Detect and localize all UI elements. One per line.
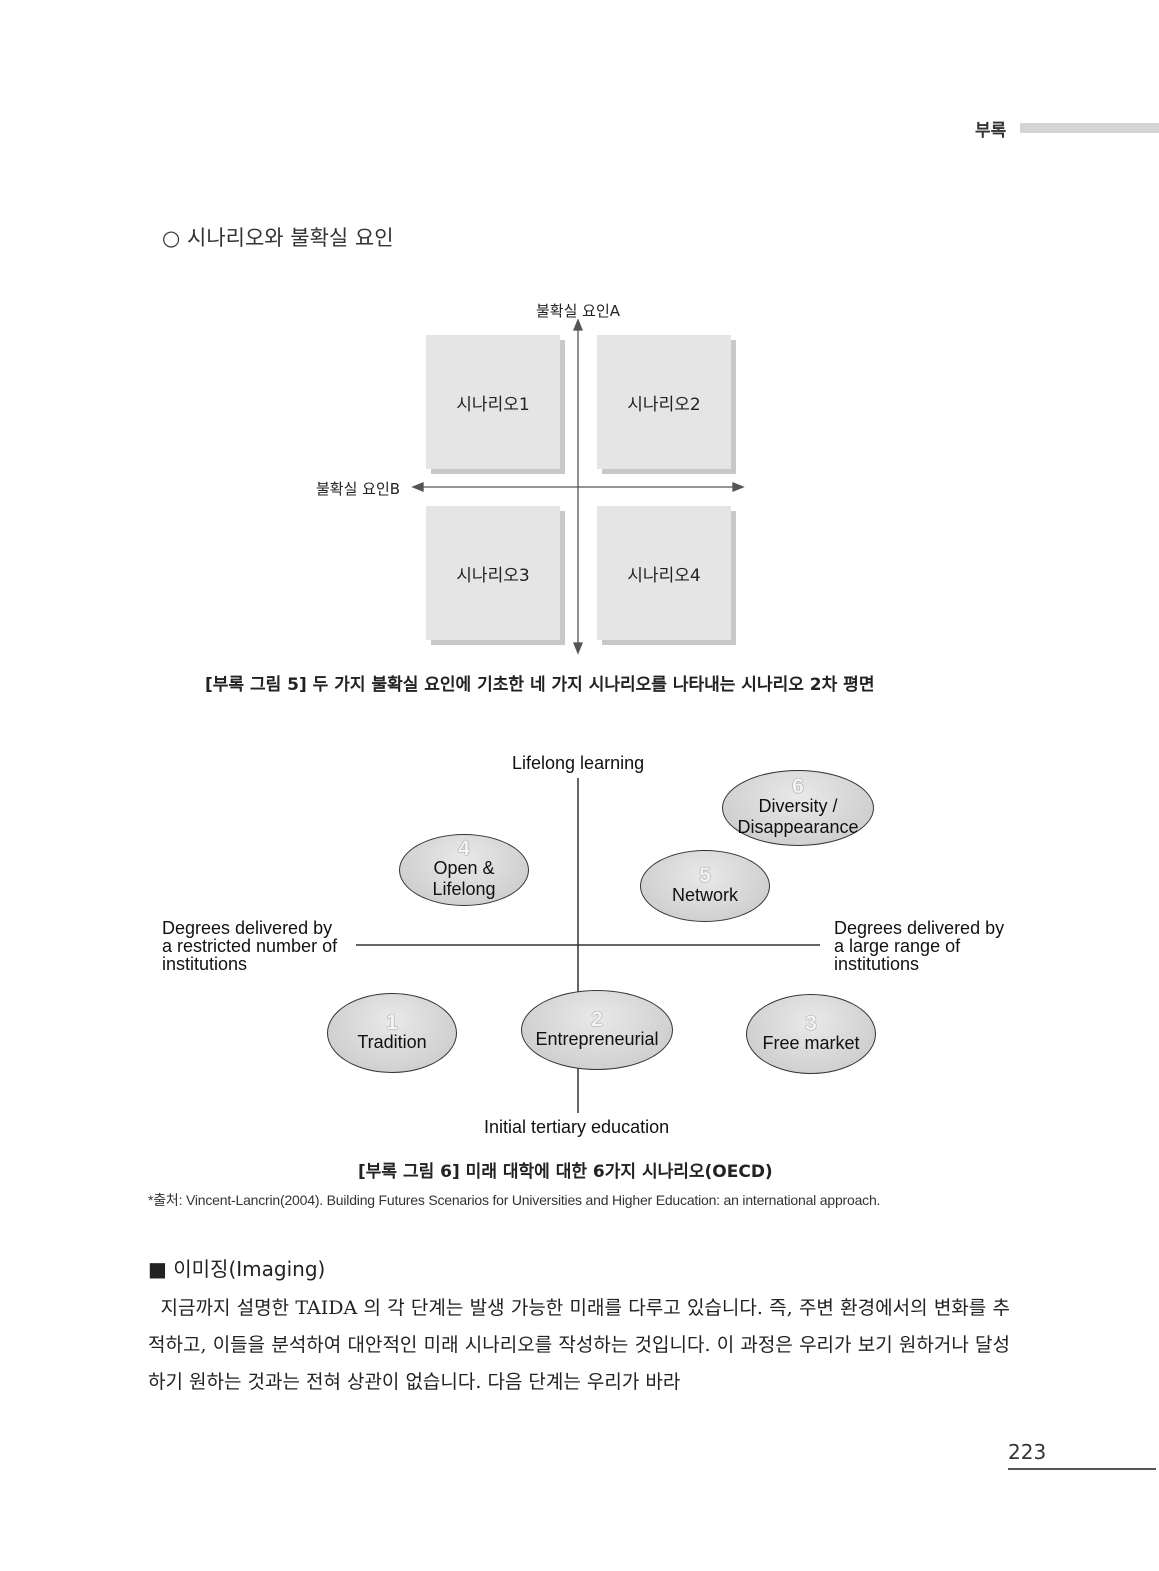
scenario-name: Disappearance	[737, 817, 859, 837]
scenario-diversity-disappearance: 6 Diversity / Disappearance	[722, 770, 874, 846]
figure-5-caption: [부록 그림 5] 두 가지 불확실 요인에 기초한 네 가지 시나리오를 나타…	[205, 675, 875, 695]
scenario-number: 6	[792, 775, 804, 798]
right-label-line: a large range of	[834, 936, 961, 956]
scenario-open-lifelong: 4 Open & Lifelong	[399, 834, 529, 906]
scenario-name: Diversity /	[758, 796, 838, 816]
scenario-box-3: 시나리오3	[426, 506, 560, 640]
page-number: 223	[1008, 1440, 1047, 1464]
figure-6-axes	[356, 778, 820, 1113]
scenario-box-2: 시나리오2	[597, 335, 731, 469]
scenario-name: Open &	[433, 858, 495, 878]
page-number-rule	[1008, 1468, 1156, 1470]
left-label-line: Degrees delivered by	[162, 918, 333, 938]
scenario-name: Tradition	[357, 1031, 427, 1052]
scenario-number: 4	[458, 837, 470, 860]
section-title: ○ 시나리오와 불확실 요인	[162, 226, 394, 250]
scenario-entrepreneurial: 2 Entrepreneurial	[521, 990, 673, 1070]
right-axis-label: Degrees delivered by a large range of in…	[834, 919, 1004, 973]
figure-6-source: *출처: Vincent-Lancrin(2004). Building Fut…	[148, 1192, 881, 1208]
scenario-tradition: 1 Tradition	[327, 993, 457, 1073]
axis-a-label: 불확실 요인A	[536, 302, 621, 320]
running-header: 부록	[975, 121, 1007, 141]
figure-6-caption: [부록 그림 6] 미래 대학에 대한 6가지 시나리오(OECD)	[358, 1162, 773, 1182]
top-axis-label: Lifelong learning	[512, 753, 645, 773]
imaging-heading: ■ 이미징(Imaging)	[148, 1257, 326, 1281]
bottom-axis-label: Initial tertiary education	[484, 1117, 670, 1137]
left-axis-label: Degrees delivered by a restricted number…	[162, 919, 337, 973]
axis-b-label: 불확실 요인B	[316, 480, 401, 498]
scenario-box-4: 시나리오4	[597, 506, 731, 640]
scenario-free-market: 3 Free market	[746, 994, 876, 1074]
right-label-line: Degrees delivered by	[834, 918, 1005, 938]
scenario-number: 2	[591, 1007, 603, 1031]
scenario-name: Free market	[762, 1032, 860, 1053]
left-label-line: a restricted number of	[162, 936, 338, 956]
header-bar	[1020, 123, 1159, 133]
scenario-network: 5 Network	[640, 850, 770, 922]
figure-5-axes	[411, 318, 745, 655]
scenario-number: 3	[805, 1011, 817, 1035]
scenario-name: Entrepreneurial	[535, 1028, 659, 1049]
scenario-box-1: 시나리오1	[426, 335, 560, 469]
left-label-line: institutions	[162, 954, 248, 974]
scenario-number: 5	[699, 863, 711, 887]
right-label-line: institutions	[834, 954, 920, 974]
imaging-paragraph: 지금까지 설명한 TAIDA 의 각 단계는 발생 가능한 미래를 다루고 있습…	[148, 1297, 1010, 1393]
scenario-number: 1	[386, 1010, 398, 1034]
scenario-name: Lifelong	[432, 879, 496, 899]
scenario-name: Network	[671, 884, 738, 905]
